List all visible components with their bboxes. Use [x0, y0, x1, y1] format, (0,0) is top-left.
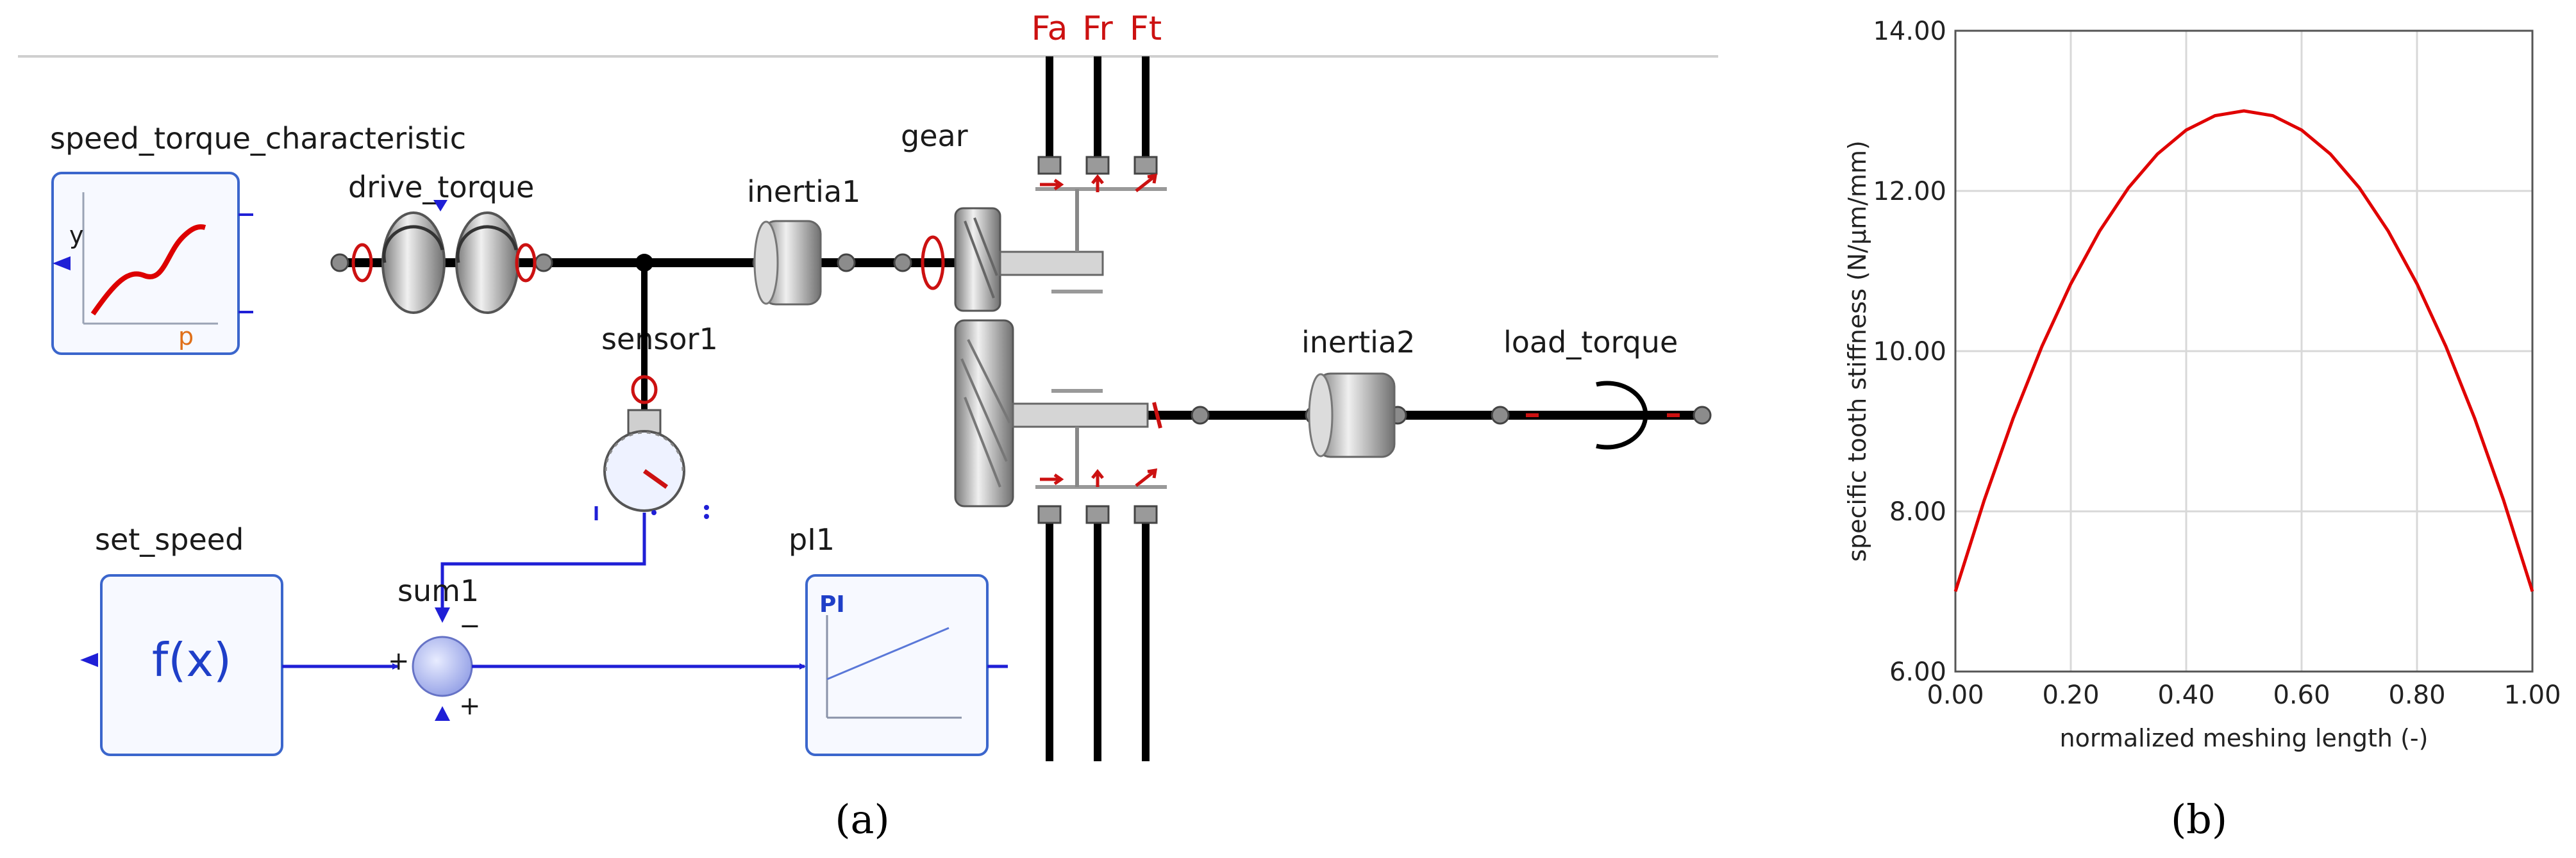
x-axis-label: normalized meshing length (-): [2060, 724, 2429, 752]
x-tick-label: 0.60: [2273, 681, 2330, 710]
inertia2-block[interactable]: [1308, 372, 1396, 458]
label-set-speed: set_speed: [95, 522, 244, 557]
label-speed-torque-characteristic: speed_torque_characteristic: [50, 121, 466, 156]
label-sum1: sum1: [397, 573, 479, 608]
fx-text: f(x): [152, 633, 231, 687]
sum-plus-left: +: [388, 647, 410, 676]
label-sensor1: sensor1: [601, 322, 718, 356]
y-tick-label: 6.00: [1889, 657, 1946, 687]
force-bars-bottom: [1037, 468, 1158, 761]
label-gear: gear: [901, 119, 968, 153]
pi-text: PI: [819, 591, 845, 618]
y-tick-label: 8.00: [1889, 497, 1946, 527]
sum-minus-top: −: [459, 611, 481, 641]
sensor1-block[interactable]: [594, 263, 709, 520]
label-inertia1: inertia1: [747, 174, 860, 209]
chart-grid: [1954, 29, 2534, 673]
load-torque-block[interactable]: [1526, 381, 1680, 450]
pi1-block[interactable]: PI: [805, 574, 1008, 756]
force-label-ft: Ft: [1130, 10, 1162, 48]
y-tick-label: 10.00: [1873, 337, 1946, 367]
force-bars-top: [1037, 56, 1158, 192]
sum1-block[interactable]: + − +: [388, 611, 481, 721]
x-tick-label: 1.00: [2504, 681, 2561, 710]
label-pi1: pI1: [789, 522, 835, 557]
caption-b: (b): [2171, 796, 2227, 843]
y-axis-label: specific tooth stiffness (N/µm/mm): [1843, 140, 1871, 562]
x-tick-label: 0.00: [1927, 681, 1984, 710]
x-tick-label: 0.20: [2042, 681, 2099, 710]
panel-b-chart: 6.00 8.00 10.00 12.00 14.00 0.00 0.20 0.40 0.60…: [1843, 17, 2561, 843]
y-tick-label: 12.00: [1873, 177, 1946, 206]
chart-series: [1953, 109, 2534, 592]
set-speed-block[interactable]: f(x): [80, 574, 283, 756]
x-tick-label: 0.80: [2388, 681, 2445, 710]
char-p-label: p: [178, 322, 194, 351]
speed-torque-characteristic-block[interactable]: y p: [51, 172, 253, 355]
x-tick-label: 0.40: [2157, 681, 2214, 710]
panel-a-diagram: speed_torque_characteristic y p drive_to…: [18, 10, 1718, 843]
label-inertia2: inertia2: [1301, 325, 1415, 359]
plot-frame: [1954, 29, 2534, 673]
caption-a: (a): [835, 796, 889, 843]
force-label-fa: Fa: [1031, 10, 1067, 48]
gear-block[interactable]: [921, 187, 1167, 507]
y-tick-label: 14.00: [1873, 17, 1946, 46]
stiffness-curve: [1953, 109, 2534, 592]
force-label-fr: Fr: [1082, 10, 1113, 48]
char-curve: [90, 224, 206, 316]
char-y-label: y: [69, 221, 84, 249]
y-tick-labels: 6.00 8.00 10.00 12.00 14.00: [1873, 17, 1946, 687]
label-drive-torque: drive_torque: [348, 170, 534, 204]
sum-plus-bottom: +: [459, 691, 481, 721]
x-tick-labels: 0.00 0.20 0.40 0.60 0.80 1.00: [1927, 681, 2561, 710]
label-load-torque: load_torque: [1503, 325, 1678, 359]
drive-torque-block[interactable]: [351, 200, 537, 314]
inertia1-block[interactable]: [753, 220, 822, 306]
sensor-signal-line: [440, 513, 646, 615]
